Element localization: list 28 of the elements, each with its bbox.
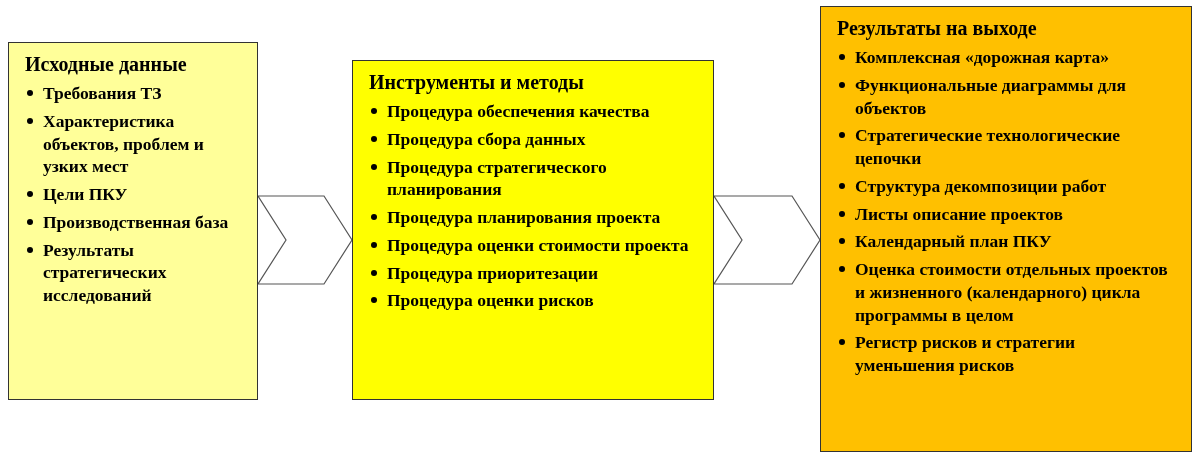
chevron-arrow xyxy=(256,195,353,285)
list-item: Результаты стратегических исследований xyxy=(43,238,168,307)
list-item: Характеристика объектов, проблем и узких мест xyxy=(43,109,205,178)
list-item: Стратегические технологические цепочки xyxy=(855,124,1122,170)
list-item: Процедура сбора данных xyxy=(387,127,587,151)
list-item: Структура декомпозиции работ xyxy=(855,174,1108,198)
list-item: Процедура стратегического планирования xyxy=(387,155,608,201)
list-item: Процедура оценки стоимости проекта xyxy=(387,233,690,257)
list-item: Процедура планирования проекта xyxy=(387,206,662,229)
text-panel xyxy=(352,60,714,400)
list-item: Цели ПКУ xyxy=(43,183,129,206)
text-panel xyxy=(8,42,258,400)
list-item: Требования ТЗ xyxy=(43,82,163,105)
panel-heading: Исходные данные xyxy=(25,53,188,76)
list-item: Листы описание проектов xyxy=(855,202,1065,226)
list-item: Комплексная «дорожная карта» xyxy=(855,46,1111,69)
chevron-arrow xyxy=(712,195,821,285)
list-item: Календарный план ПКУ xyxy=(855,230,1053,253)
list-item: Процедура обеспечения качества xyxy=(387,100,651,123)
panel-heading: Результаты на выходе xyxy=(837,17,1038,40)
text-panel xyxy=(820,6,1192,452)
panel-heading: Инструменты и методы xyxy=(369,71,585,94)
list-item: Регистр рисков и стратегии уменьшения рисков xyxy=(855,331,1077,377)
list-item: Процедура приоритезации xyxy=(387,261,600,285)
list-item: Производственная база xyxy=(43,210,230,234)
list-item: Функциональные диаграммы для объектов xyxy=(855,73,1127,120)
list-item: Оценка стоимости отдельных проектов и жизненного (календарного) цикла программы в целом xyxy=(855,258,1169,327)
list-item: Процедура оценки рисков xyxy=(387,289,595,312)
